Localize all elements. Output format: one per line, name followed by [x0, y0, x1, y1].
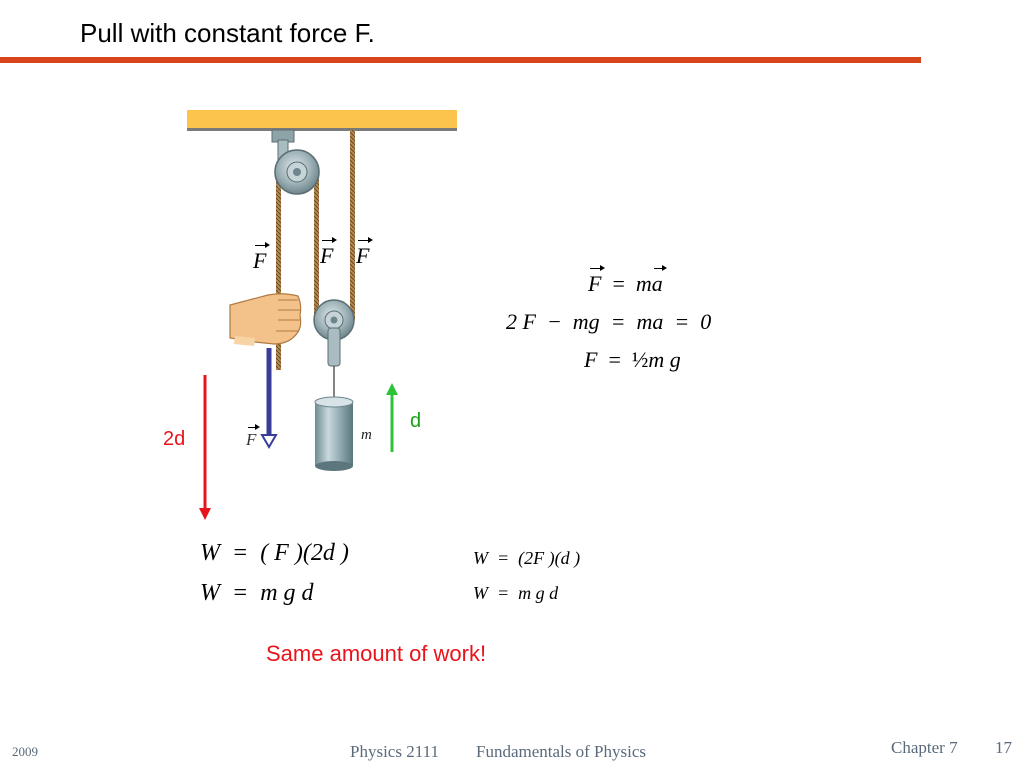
equation-newton: F = ma [588, 265, 667, 296]
pulley-diagram [187, 110, 457, 520]
work-equation-left-1: W = ( F )(2d ) [200, 540, 349, 566]
force-label-left-rope: F [320, 237, 339, 268]
slide-title: Pull with constant force F. [80, 18, 375, 48]
work-equation-right-1: W = (2F )(d ) [473, 548, 581, 568]
rope-right-segment [350, 130, 355, 320]
footer-course: Physics 2111 [350, 742, 439, 761]
mass-label: m [361, 427, 372, 443]
equation-force-balance: 2 F − mg = ma = 0 [506, 309, 712, 334]
label-d: d [410, 410, 422, 432]
rope-free-end [276, 170, 281, 370]
footer-chapter: Chapter 7 [891, 738, 958, 757]
displacement-2d-arrow [199, 375, 211, 520]
mass-block [314, 396, 354, 471]
work-equation-right-2: W = m g d [473, 583, 559, 603]
work-equation-left-2: W = m g d [200, 580, 314, 606]
footer-year: 2009 [12, 744, 38, 759]
rope-left-segment [314, 170, 319, 320]
footer-subject: Fundamentals of Physics [476, 742, 646, 761]
conclusion-text: Same amount of work! [266, 641, 487, 666]
label-2d: 2d [163, 428, 186, 450]
hand-icon [229, 293, 302, 346]
ceiling [187, 110, 457, 130]
force-label-right-rope: F [356, 237, 375, 268]
force-label-free-end: F [253, 242, 272, 273]
footer-page-number: 17 [995, 738, 1012, 757]
title-underline [0, 57, 921, 63]
force-label-applied: F [246, 424, 261, 449]
displacement-d-arrow [386, 383, 398, 452]
movable-pulley [313, 299, 355, 402]
fixed-pulley [274, 149, 320, 195]
equation-force-result: F = ½m g [584, 347, 681, 372]
applied-force-arrow [260, 348, 278, 449]
